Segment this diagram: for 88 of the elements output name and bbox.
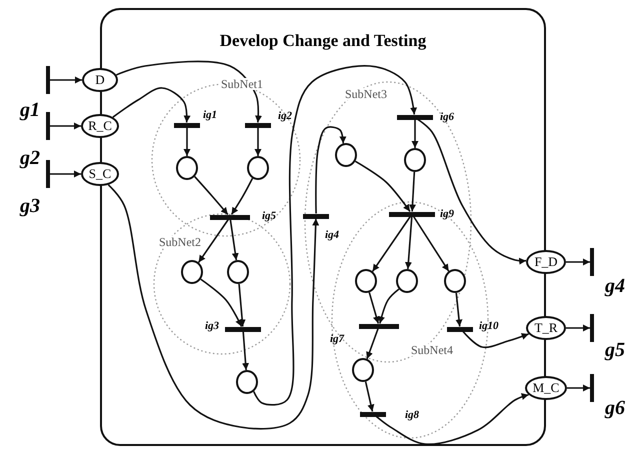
arc-arrow <box>50 122 81 130</box>
arc-arrow <box>200 278 242 327</box>
arc-arrow <box>254 128 262 156</box>
ellipse-node: F_D <box>526 250 566 274</box>
gate-label: g1 <box>20 100 40 120</box>
arc-arrow <box>194 176 228 216</box>
arc-arrow <box>50 170 81 178</box>
arc-arrow <box>404 216 413 270</box>
transition-bar <box>447 326 473 332</box>
arc-arrow <box>455 292 462 327</box>
transition-label: ig9 <box>440 209 454 220</box>
place-circle <box>352 358 374 382</box>
arc-arrow <box>184 128 190 156</box>
transition-label: ig10 <box>479 321 499 332</box>
arc-arrow <box>462 330 529 348</box>
arc-arrow <box>315 126 346 214</box>
arc-arrow <box>230 219 239 260</box>
port-bar <box>590 314 594 342</box>
port-bar <box>590 374 594 402</box>
gate-label: g2 <box>20 148 40 168</box>
transition-bar <box>174 122 200 128</box>
transition-bar <box>303 214 329 218</box>
transition-label: ig6 <box>440 112 454 123</box>
arc-arrow <box>566 258 590 266</box>
transition-bar <box>397 114 433 120</box>
transition-bar <box>360 412 386 416</box>
transition-label: ig5 <box>262 211 276 222</box>
arc-arrow <box>198 219 229 263</box>
place-circle <box>227 260 249 284</box>
arc-arrow <box>412 216 450 272</box>
place-circle <box>176 156 198 180</box>
arc-arrow <box>417 118 526 265</box>
place-circle <box>396 269 418 293</box>
place-circle <box>247 156 269 180</box>
port-bar <box>590 248 594 276</box>
transition-label: ig3 <box>205 321 220 332</box>
arc-arrow <box>230 178 254 215</box>
arc-arrow <box>567 384 590 392</box>
ellipse-node: T_R <box>526 316 566 340</box>
gate-label: g5 <box>605 340 625 360</box>
place-circle <box>335 143 357 167</box>
arc-arrow <box>108 184 320 430</box>
arc-arrow <box>378 288 400 324</box>
arc-arrow <box>354 160 411 212</box>
transition-label: ig4 <box>325 230 340 241</box>
subnet-label: SubNet1 <box>220 78 264 90</box>
place-circle <box>236 370 258 394</box>
arc-arrow <box>368 292 380 324</box>
ellipse-node: D <box>82 68 118 92</box>
port-bar <box>46 160 50 188</box>
place-circle <box>404 148 426 172</box>
arc-arrow <box>366 328 379 360</box>
arc-arrow <box>50 76 82 84</box>
gate-label: g3 <box>20 196 40 216</box>
transition-bar <box>210 214 250 220</box>
arc-arrow <box>116 60 262 123</box>
arc-arrow <box>238 284 246 327</box>
arc-arrow <box>112 87 191 123</box>
subnet-label: SubNet4 <box>410 344 454 356</box>
transition-bar <box>245 122 271 128</box>
ellipse-node: M_C <box>525 376 567 400</box>
transition-bar <box>389 212 435 216</box>
subnet-label: SubNet3 <box>344 88 388 100</box>
ellipse-node: S_C <box>81 162 119 186</box>
place-circle <box>181 260 203 284</box>
arc-arrow <box>409 172 416 212</box>
arc-arrow <box>372 216 411 272</box>
transition-label: ig8 <box>405 410 420 421</box>
subnet-label: SubNet2 <box>158 236 202 248</box>
arc-arrow <box>364 381 374 412</box>
transition-bar <box>359 324 399 328</box>
title: Develop Change and Testing <box>218 32 428 49</box>
arc-arrow <box>242 331 250 370</box>
arc-arrow <box>253 65 418 406</box>
ellipse-node: R_C <box>81 114 119 138</box>
transition-label: ig1 <box>203 110 218 121</box>
arc-arrow <box>376 393 529 445</box>
transition-label: ig2 <box>278 111 292 122</box>
port-bar <box>46 66 50 94</box>
arc-arrow <box>566 324 590 332</box>
place-circle <box>444 269 466 293</box>
transition-bar <box>225 326 261 332</box>
gate-label: g4 <box>605 276 625 296</box>
port-bar <box>46 112 50 140</box>
gate-label: g6 <box>605 398 625 418</box>
transition-label: ig7 <box>330 334 344 345</box>
arc-arrow <box>412 120 418 148</box>
place-circle <box>355 269 377 293</box>
